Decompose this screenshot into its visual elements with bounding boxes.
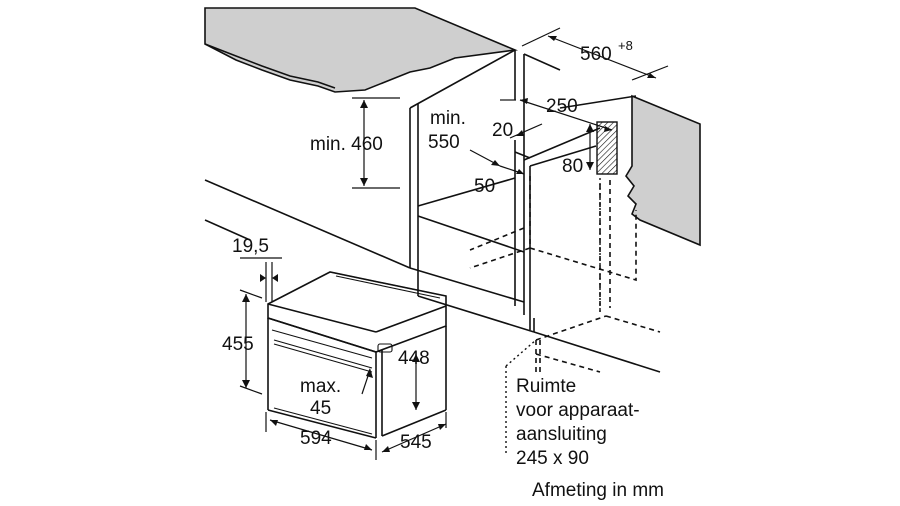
countertop — [204, 7, 519, 93]
label-door-max-line1: max. — [300, 376, 341, 397]
label-niche-min-width-line2: 550 — [428, 132, 460, 153]
dimension-lines — [239, 27, 669, 460]
niche-housing — [409, 49, 601, 333]
label-niche-min-width-line1: min. — [430, 108, 466, 129]
label-rear-cutout-height: 80 — [562, 156, 583, 177]
label-appliance-width: 594 — [300, 428, 332, 449]
side-cabinet-panel — [559, 94, 701, 247]
connection-note-line4: 245 x 90 — [516, 448, 589, 469]
label-body-height: 448 — [398, 348, 430, 369]
label-door-max-line2: 45 — [310, 398, 331, 419]
connection-note-line2: voor apparaat- — [516, 400, 640, 421]
connection-note-line1: Ruimte — [516, 376, 576, 397]
label-rear-opening: 250 — [546, 96, 578, 117]
label-niche-depth: 560 — [580, 44, 612, 65]
connection-note-line3: aansluiting — [516, 424, 607, 445]
label-side-gap: 20 — [492, 120, 513, 141]
floor-lines — [204, 179, 661, 373]
appliance-body — [267, 271, 447, 439]
dimension-arrowheads — [242, 36, 656, 452]
label-front-frame-depth: 19,5 — [232, 236, 269, 257]
rear-cutout-hatch — [596, 121, 618, 175]
label-appliance-height: 455 — [222, 334, 254, 355]
unit-note: Afmeting in mm — [532, 480, 664, 501]
label-front-offset: 50 — [474, 176, 495, 197]
label-niche-depth-tolerance: +8 — [618, 38, 633, 53]
label-appliance-depth: 545 — [400, 432, 432, 453]
connection-space-guide — [505, 178, 601, 456]
label-niche-min-height: min. 460 — [310, 134, 383, 155]
